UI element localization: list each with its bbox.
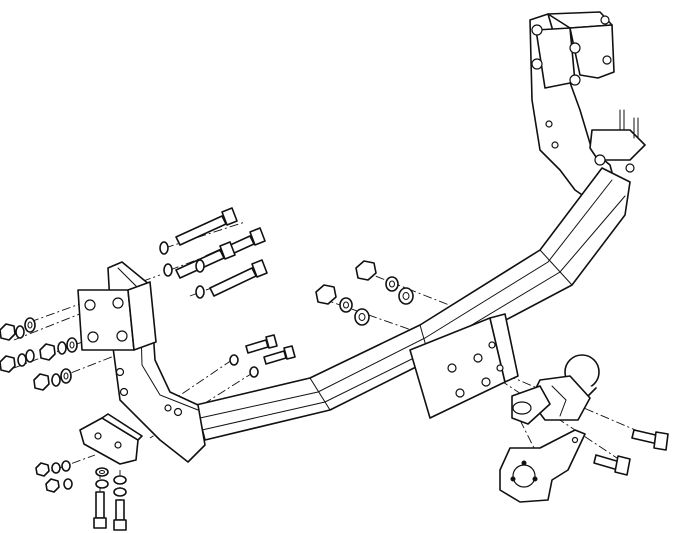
main-crossbar — [195, 167, 631, 441]
right-side-bracket — [529, 11, 646, 211]
nuts — [0, 260, 377, 493]
washers — [15, 241, 414, 497]
left-mounting-plate — [77, 281, 157, 351]
socket-plate — [499, 429, 586, 503]
lower-bracket — [79, 413, 143, 465]
tow-ball — [511, 354, 600, 425]
